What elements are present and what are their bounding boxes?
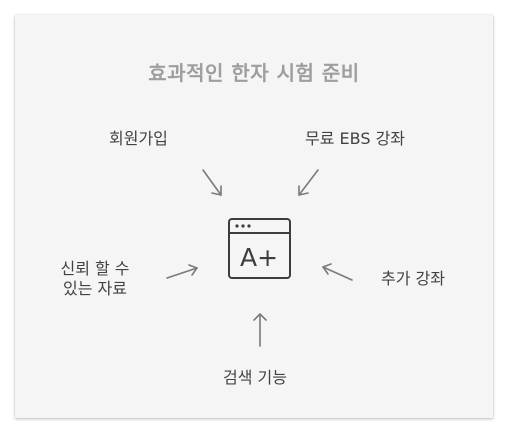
arrow-right bbox=[322, 263, 353, 281]
grade-a-plus-window-icon bbox=[228, 218, 291, 279]
node-sign-up: 회원가입 bbox=[109, 129, 168, 148]
arrow-top-left bbox=[202, 169, 222, 196]
node-extra-course: 추가 강좌 bbox=[381, 269, 445, 288]
node-free-ebs-course: 무료 EBS 강좌 bbox=[305, 129, 406, 148]
arrow-left bbox=[166, 264, 198, 279]
node-reliable-materials-line1: 신뢰 할 수 bbox=[60, 259, 130, 278]
node-reliable-materials-line2: 있는 자료 bbox=[63, 279, 127, 298]
node-reliable-materials: 신뢰 할 수 있는 자료 bbox=[40, 259, 150, 299]
arrow-top-right bbox=[298, 169, 319, 196]
node-search-feature: 검색 기능 bbox=[223, 368, 287, 387]
diagram-card bbox=[15, 15, 493, 418]
center-icon-text: A+ bbox=[240, 243, 278, 272]
arrow-bottom bbox=[253, 313, 267, 347]
diagram-title: 효과적인 한자 시험 준비 bbox=[148, 61, 360, 85]
